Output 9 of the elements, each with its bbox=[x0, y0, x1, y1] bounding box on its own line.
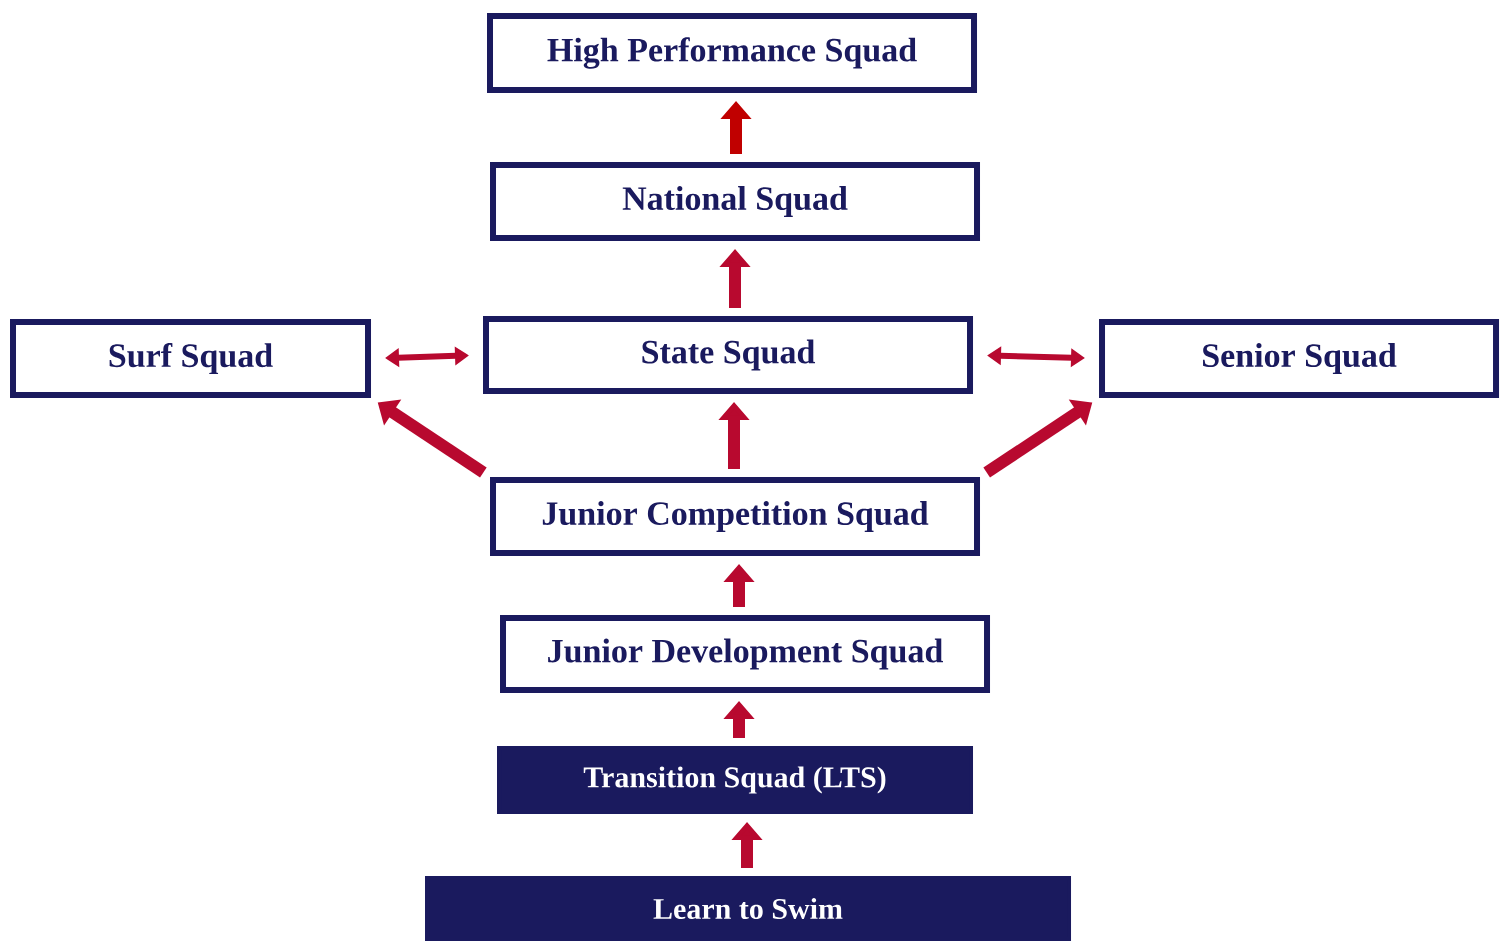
squad-box: High Performance Squad bbox=[487, 13, 977, 93]
squad-box: Learn to Swim bbox=[425, 876, 1071, 941]
squad-box: National Squad bbox=[490, 162, 980, 241]
squad-box: State Squad bbox=[483, 316, 973, 394]
squad-box: Transition Squad (LTS) bbox=[497, 746, 973, 814]
squad-box: Junior Development Squad bbox=[500, 615, 990, 693]
squad-box: Surf Squad bbox=[10, 319, 371, 398]
squad-box: Senior Squad bbox=[1099, 319, 1499, 398]
squad-box: Junior Competition Squad bbox=[490, 477, 980, 556]
